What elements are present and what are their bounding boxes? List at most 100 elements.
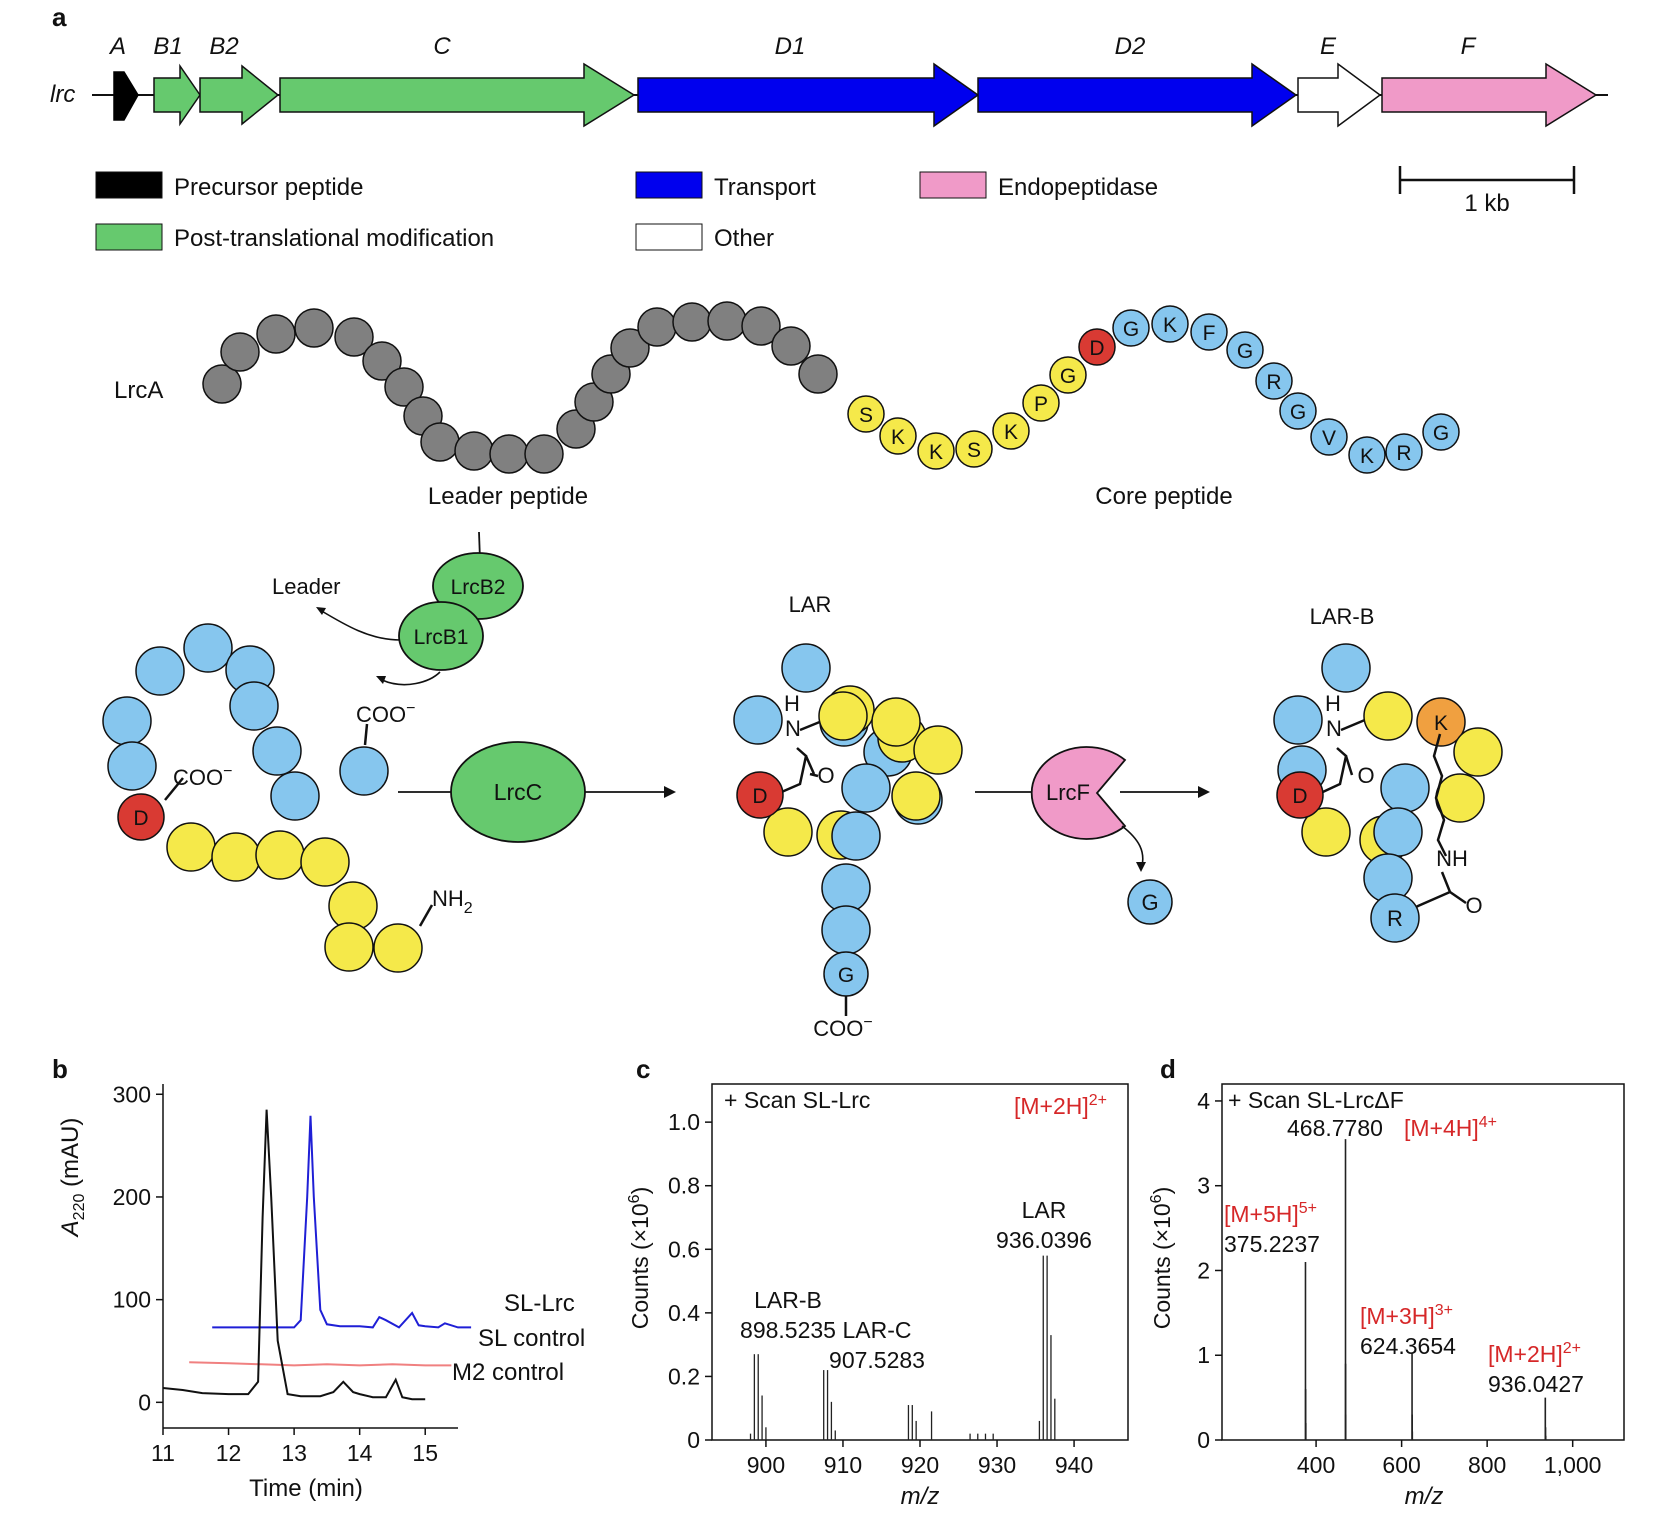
y-tick-label: 3 bbox=[1197, 1173, 1210, 1199]
y-tick-label: 0.6 bbox=[668, 1236, 700, 1262]
core-residue bbox=[1310, 418, 1348, 456]
larb-residue-d bbox=[1276, 771, 1324, 819]
leader-residue bbox=[294, 308, 334, 348]
y-tick-label: 200 bbox=[113, 1184, 151, 1210]
substrate-yellow-residue bbox=[166, 822, 216, 872]
leader-residue bbox=[771, 326, 811, 366]
leader-residue bbox=[220, 332, 260, 372]
substrate-yellow-residue bbox=[255, 830, 305, 880]
x-tick-label: 600 bbox=[1382, 1452, 1420, 1478]
x-tick-label: 400 bbox=[1297, 1452, 1335, 1478]
core-residue-label: V bbox=[1322, 427, 1336, 450]
substrate-yellow-residue bbox=[373, 923, 423, 973]
larb-lactam-bonds: H N O bbox=[1311, 691, 1375, 799]
lar-yellow-residue bbox=[818, 691, 868, 741]
core-residue-label: P bbox=[1034, 393, 1048, 416]
panel-label-a: a bbox=[52, 2, 67, 32]
core-label: Core peptide bbox=[1095, 483, 1232, 510]
y-tick-label: 1 bbox=[1197, 1342, 1210, 1368]
panel-d-ylabel: Counts (×106) bbox=[1148, 1187, 1175, 1330]
lar-amide-n: N bbox=[785, 716, 801, 741]
substrate-residue-d bbox=[117, 793, 165, 841]
core-residue-label: K bbox=[929, 441, 943, 464]
core-residue bbox=[1190, 313, 1228, 351]
larb-blue-residue bbox=[1273, 695, 1323, 745]
core-residue-label: K bbox=[1360, 445, 1374, 468]
lar-c-term-coo: COO− bbox=[813, 1014, 872, 1041]
peak-label-lar-b-name: LAR-B bbox=[754, 1287, 822, 1313]
lar-blue-residue bbox=[841, 763, 891, 813]
gene-arrow-f bbox=[1381, 62, 1598, 128]
larb-isopeptide-o: O bbox=[1465, 893, 1482, 918]
gene-arrow-a bbox=[113, 71, 139, 121]
enzyme-lrcf bbox=[1030, 746, 1127, 840]
core-residue-label: G bbox=[1123, 318, 1139, 341]
panel-d-frame bbox=[1221, 1083, 1625, 1441]
peak-label-m4h-ion: [M+4H]4+ bbox=[1404, 1114, 1497, 1141]
x-tick-label: 800 bbox=[1468, 1452, 1506, 1478]
larb-isopeptide-nh: NH bbox=[1436, 846, 1468, 871]
substrate-blue-residue bbox=[102, 696, 152, 746]
y-tick-label: 100 bbox=[113, 1287, 151, 1313]
lar-residue-g-label: G bbox=[838, 964, 854, 987]
larb-blue-residue bbox=[1373, 807, 1423, 857]
substrate-n-term-nh2: NH2 bbox=[432, 886, 473, 917]
enzyme-lrcb1 bbox=[398, 601, 484, 671]
core-residue bbox=[1348, 436, 1386, 474]
panel-c-title: + Scan SL-Lrc bbox=[724, 1087, 870, 1113]
panel-label-c: c bbox=[636, 1054, 650, 1084]
core-residue-label: G bbox=[1433, 422, 1449, 445]
peak-label-m5h-mz: 375.2237 bbox=[1224, 1231, 1320, 1257]
biosynthesis-scheme: LrcB2 LrcB1 Leader D COO− COO− NH2 LrcC … bbox=[102, 531, 1503, 1041]
peptide-name: LrcA bbox=[114, 377, 163, 404]
gene-name-a: A bbox=[108, 33, 126, 60]
core-residue bbox=[1422, 413, 1460, 451]
peak-label-m3h-mz: 624.3654 bbox=[1360, 1333, 1456, 1359]
panel-d-title: + Scan SL-LrcΔF bbox=[1228, 1087, 1404, 1113]
lar-yellow-residue bbox=[763, 807, 813, 857]
larb-front-beads: KD bbox=[1276, 691, 1503, 903]
x-tick-label: 940 bbox=[1055, 1452, 1093, 1478]
core-residue bbox=[1049, 356, 1087, 394]
x-tick-label: 14 bbox=[347, 1440, 373, 1466]
x-tick-label: 15 bbox=[412, 1440, 438, 1466]
core-residue-label: G bbox=[1290, 401, 1306, 424]
lar-front-beads: DG bbox=[736, 691, 963, 997]
leader-residue bbox=[741, 306, 781, 346]
enzyme-lrcb2-label: LrcB2 bbox=[451, 576, 506, 599]
larb-carbonyl-o: O bbox=[1357, 763, 1374, 788]
panel-b-xlabel: Time (min) bbox=[249, 1475, 363, 1502]
leader-residue bbox=[256, 314, 296, 354]
series-label-m2-control: M2 control bbox=[452, 1359, 564, 1386]
panel-c-frame bbox=[711, 1083, 1129, 1441]
leader-residue bbox=[798, 354, 838, 394]
chromatogram-trace-1 bbox=[212, 1115, 472, 1329]
leader-residue bbox=[489, 434, 529, 474]
substrate-blue-residue bbox=[339, 746, 389, 796]
leader-beads bbox=[202, 301, 838, 474]
panel-d-xlabel: m/z bbox=[1405, 1483, 1444, 1510]
larb-residue-d-label: D bbox=[1292, 785, 1307, 808]
leader-residue bbox=[420, 422, 460, 462]
legend-swatch-other bbox=[635, 223, 703, 251]
gene-name-b1: B1 bbox=[153, 33, 182, 60]
panel-c-ion: [M+2H]2+ bbox=[1014, 1092, 1107, 1119]
larb-residue-k-label: K bbox=[1434, 712, 1448, 735]
peak-label-lar-c-mz: 907.5283 bbox=[829, 1347, 925, 1373]
larb-residue-k bbox=[1416, 697, 1466, 747]
leader-residue bbox=[384, 367, 424, 407]
leader-residue bbox=[202, 364, 242, 404]
larb-blue-residue bbox=[1321, 643, 1371, 693]
larb-amide-n: N bbox=[1326, 716, 1342, 741]
gene-name-b2: B2 bbox=[209, 33, 238, 60]
lar-blue-residue bbox=[733, 695, 783, 745]
core-residue bbox=[1255, 362, 1293, 400]
enzyme-lrcf-label: LrcF bbox=[1046, 780, 1090, 805]
lar-blue-residue bbox=[781, 643, 831, 693]
x-tick-label: 1,000 bbox=[1544, 1452, 1602, 1478]
